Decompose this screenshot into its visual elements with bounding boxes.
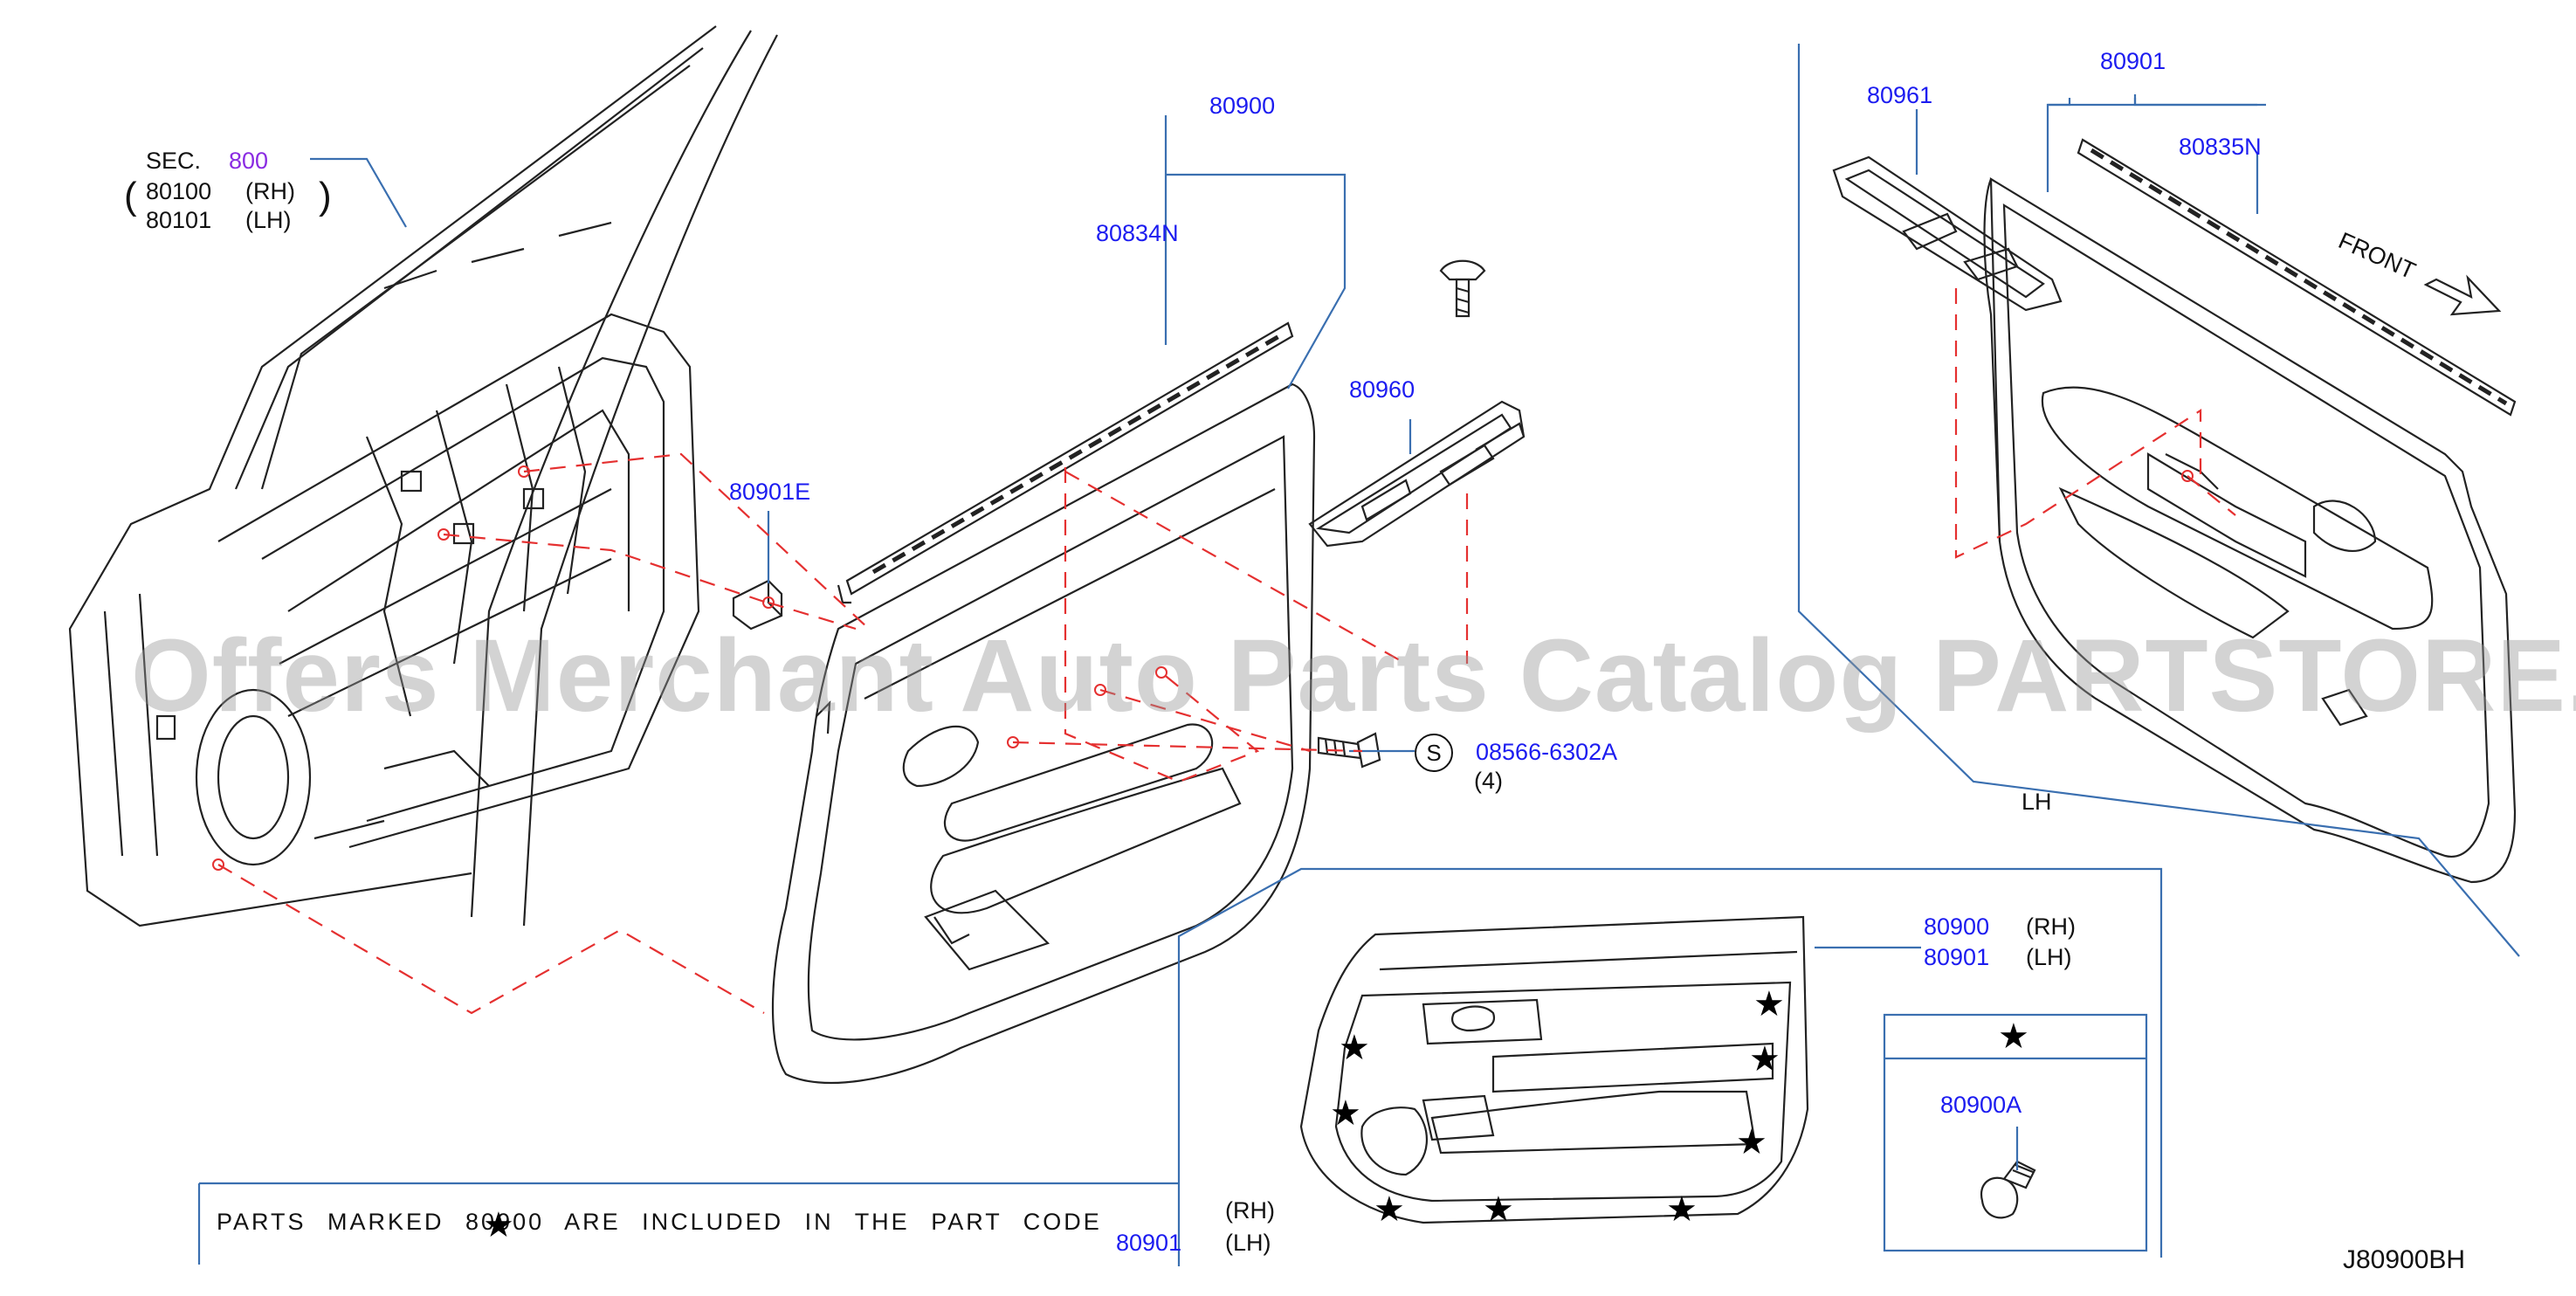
star-marker-icon: ★ — [1339, 1028, 1370, 1068]
part-80961-label[interactable]: 80961 — [1867, 82, 1933, 108]
bolt-upper — [1439, 259, 1486, 318]
door-trim-panel-rh — [771, 383, 1316, 1085]
door-lh-code: 80101 — [146, 207, 212, 233]
note-rh-side: (RH) — [1225, 1197, 1275, 1224]
star-marker-icon: ★ — [1736, 1122, 1767, 1162]
part-80901e-label[interactable]: 80901E — [729, 479, 811, 505]
star-note-icon: ★ — [483, 1205, 514, 1245]
screw-qty-label: (4) — [1474, 768, 1503, 794]
part-80900-label[interactable]: 80900 — [1209, 93, 1276, 119]
section-800-link[interactable]: 800 — [229, 148, 269, 174]
note-80901-label[interactable]: 80901 — [1116, 1230, 1182, 1256]
star-marker-icon: ★ — [1330, 1093, 1361, 1134]
part-80834n-label[interactable]: 80834N — [1096, 220, 1179, 246]
inset-80900-label[interactable]: 80900 — [1924, 913, 1990, 940]
door-lh-side: (LH) — [245, 207, 292, 233]
star-marker-icon: ★ — [1374, 1189, 1405, 1230]
screw-symbol-s: S — [1415, 734, 1453, 772]
inset-80901-label[interactable]: 80901 — [1924, 944, 1990, 970]
door-rh-code: 80100 — [146, 178, 212, 204]
dashed-guide-lines — [217, 288, 2236, 1015]
star-marker-icon: ★ — [1483, 1189, 1514, 1230]
star-legend-icon: ★ — [1998, 1017, 2029, 1057]
inset-door-trim — [1299, 915, 1809, 1224]
inset-lh-side: (LH) — [2026, 944, 2072, 970]
star-marker-icon: ★ — [1666, 1189, 1698, 1230]
part-80835n-label[interactable]: 80835N — [2179, 134, 2262, 160]
part-80901-label[interactable]: 80901 — [2100, 48, 2166, 74]
part-08566-6302a-label[interactable]: 08566-6302A — [1476, 739, 1618, 765]
front-arrow-icon — [2423, 274, 2502, 316]
parts-note-text: PARTS MARKED 80900 ARE INCLUDED IN THE P… — [217, 1209, 1102, 1235]
door-trim-panel-lh — [1983, 177, 2517, 884]
clip-80900a-icon — [1980, 1160, 2036, 1219]
finisher-strip-rh — [837, 321, 1294, 604]
note-lh-side: (LH) — [1225, 1230, 1271, 1256]
finisher-strip-lh — [2077, 138, 2517, 417]
bracket-open: ( — [124, 175, 137, 217]
star-marker-icon: ★ — [1753, 984, 1785, 1024]
leader-lines — [197, 44, 2520, 1266]
diagram-code: J80900BH — [2343, 1245, 2466, 1274]
part-80960-label[interactable]: 80960 — [1349, 376, 1415, 403]
inset-rh-side: (RH) — [2026, 913, 2076, 940]
front-door-panel — [68, 25, 778, 927]
bracket-close: ) — [319, 175, 332, 217]
lh-side-label: LH — [2022, 789, 2052, 815]
door-rh-side: (RH) — [245, 178, 295, 204]
star-marker-icon: ★ — [1749, 1039, 1780, 1079]
sec-prefix-label: SEC. — [146, 148, 202, 174]
screw-08566-6302a — [1317, 732, 1381, 769]
part-80900a-label[interactable]: 80900A — [1940, 1092, 2022, 1118]
switch-finisher-lh — [1832, 155, 2063, 312]
switch-finisher-rh — [1308, 400, 1526, 548]
